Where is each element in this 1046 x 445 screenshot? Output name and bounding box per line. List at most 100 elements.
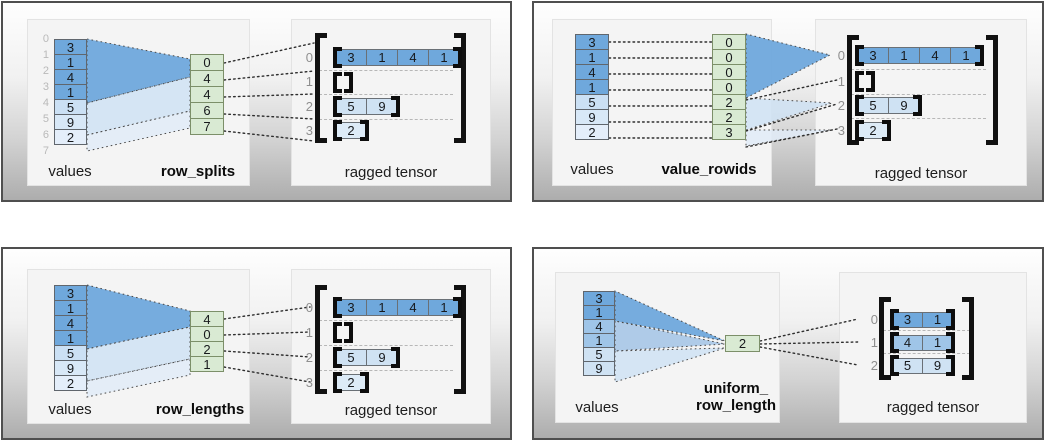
value-cell: 1 [583,333,615,348]
row-index: 2 [305,99,313,114]
tensor-open-bracket [847,35,859,145]
row-split-cell: 4 [190,86,224,103]
value-index: 7 [42,145,49,157]
row-close-bracket [344,322,353,343]
row-separator [319,345,453,346]
value-cell: 2 [54,375,87,391]
rowid-cell: 0 [712,34,746,50]
tensor-cell: 4 [397,299,429,316]
value-index: 5 [42,113,49,125]
row-open-bracket [333,297,342,318]
value-cell: 4 [54,69,87,85]
row-separator [851,118,986,119]
row-close-bracket [391,347,400,368]
value-index: 3 [42,81,49,93]
row-index: 0 [305,50,313,65]
row-open-bracket [890,332,899,353]
value-cell: 3 [54,39,87,55]
tensor-cell: 4 [397,49,429,66]
tensor-open-bracket [879,297,891,380]
row-open-bracket [333,120,342,141]
method-label-line-2: row_length [695,397,776,414]
value-cell: 9 [575,109,609,125]
tensor-open-bracket [315,33,327,143]
row-close-bracket [882,120,891,141]
tensor-label: ragged tensor [874,165,968,182]
row-open-bracket [890,355,899,376]
value-cell: 3 [583,291,615,306]
row-index: 0 [837,48,845,63]
value-cell: 2 [575,124,609,140]
row-index: 2 [837,98,845,113]
tensor-subpanel [291,269,491,424]
row-open-bracket [855,120,864,141]
row-index: 3 [305,123,313,138]
value-cell: 9 [583,361,615,376]
tensor-cell: 4 [919,47,951,64]
tensor-cell: 1 [888,47,920,64]
row-length-cell: 4 [190,311,224,327]
row-close-bracket [344,72,353,93]
rowid-cell: 0 [712,49,746,65]
row-separator [851,69,986,70]
row-close-bracket [453,47,462,68]
tensor-close-bracket [986,35,998,145]
row-length-cell: 2 [190,341,224,357]
value-cell: 9 [54,360,87,376]
rowid-cell: 3 [712,124,746,140]
value-cell: 4 [583,319,615,334]
value-cell: 1 [54,330,87,346]
row-open-bracket [333,72,342,93]
value-cell: 1 [575,49,609,65]
row-open-bracket [333,96,342,117]
value-cell: 5 [54,345,87,361]
value-cell: 5 [54,99,87,115]
values-label: values [575,399,619,416]
tensor-close-bracket [962,297,974,380]
value-cell: 1 [54,54,87,70]
row-close-bracket [946,309,955,330]
value-cell: 1 [575,79,609,95]
method-label: value_rowids [661,161,757,178]
row-open-bracket [890,309,899,330]
row-close-bracket [975,45,984,66]
row-close-bracket [913,95,922,116]
rowid-cell: 2 [712,109,746,125]
tensor-row-3: 2 [333,372,369,393]
row-close-bracket [360,372,369,393]
values-label: values [570,161,614,178]
row-open-bracket [333,322,342,343]
tensor-label: ragged tensor [344,402,438,419]
value-cell: 1 [54,300,87,316]
row-separator [319,70,453,71]
row-separator [319,119,453,120]
row-split-cell: 0 [190,54,224,71]
value-cell: 4 [575,64,609,80]
method-label-line-1: uniform_ [703,380,769,397]
tensor-cell: 9 [922,357,953,374]
tensor-row-1-empty [333,72,353,93]
row-index: 3 [305,375,313,390]
row-split-cell: 7 [190,118,224,135]
tensor-row-3: 2 [855,120,891,141]
row-close-bracket [360,120,369,141]
row-open-bracket [333,347,342,368]
rowid-cell: 0 [712,64,746,80]
value-cell: 4 [54,315,87,331]
tensor-open-bracket [315,285,327,394]
